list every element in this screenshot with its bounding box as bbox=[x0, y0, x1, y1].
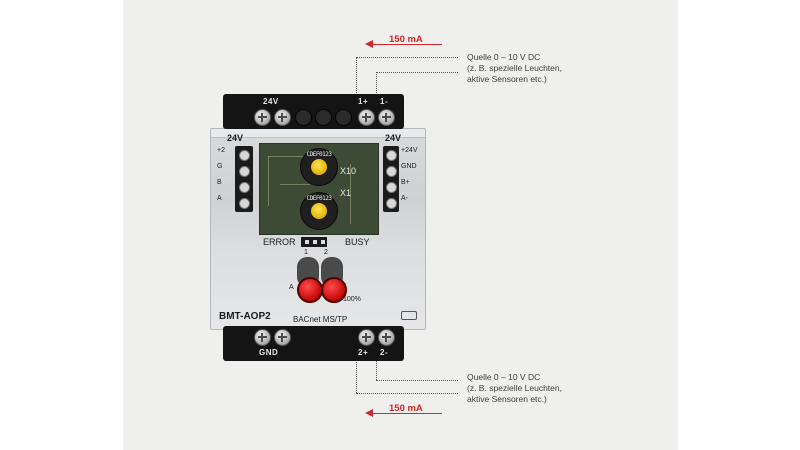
top-lead-drop-2 bbox=[376, 72, 377, 95]
bottom-current-arrow-line bbox=[370, 413, 442, 414]
screw-terminal[interactable] bbox=[378, 329, 395, 346]
right-conn-label-4: A- bbox=[401, 195, 408, 202]
bottom-lead-drop-2 bbox=[356, 358, 357, 393]
screw-terminal[interactable] bbox=[254, 329, 271, 346]
bottom-pos-label: 2+ bbox=[358, 348, 369, 357]
left-conn-label-4: A bbox=[217, 195, 222, 202]
pcb-trace bbox=[280, 184, 310, 185]
top-lead-line-2 bbox=[376, 72, 458, 73]
potentiometer-left[interactable] bbox=[297, 277, 323, 303]
top-source-detail-2: aktive Sensoren etc.) bbox=[467, 74, 547, 84]
bottom-current-label: 150 mA bbox=[389, 403, 423, 414]
bottom-lead-drop-1 bbox=[376, 358, 377, 380]
bottom-terminal-block: GND 2+ 2- bbox=[223, 326, 404, 361]
connector-pin bbox=[386, 166, 397, 177]
dial-digits: CDEF0123 bbox=[306, 195, 332, 202]
screw-terminal[interactable] bbox=[358, 109, 375, 126]
din-clip-icon bbox=[401, 311, 417, 320]
right-conn-label-3: B+ bbox=[401, 179, 410, 186]
bottom-gnd-label: GND bbox=[259, 348, 279, 357]
terminal-hole bbox=[335, 109, 352, 126]
led-pad bbox=[313, 240, 317, 244]
connector-pin bbox=[239, 166, 250, 177]
dial-knob bbox=[311, 203, 327, 219]
top-current-arrow-line bbox=[370, 44, 442, 45]
protocol-label: BACnet MS/TP bbox=[293, 315, 348, 324]
dial-x10-label: X10 bbox=[340, 166, 357, 176]
right-power-connector bbox=[383, 146, 399, 212]
potentiometer-right[interactable] bbox=[321, 277, 347, 303]
address-dial-x1[interactable]: CDEF0123 bbox=[300, 192, 338, 230]
address-dial-x10[interactable]: CDEF0123 bbox=[300, 148, 338, 186]
top-lead-line-1 bbox=[356, 57, 458, 58]
left-conn-label-1: +2 bbox=[217, 147, 225, 154]
housing-top-rim bbox=[211, 129, 425, 138]
bottom-source-title: Quelle 0 – 10 V DC bbox=[467, 372, 541, 382]
right-conn-label-2: GND bbox=[401, 163, 417, 170]
pcb-trace bbox=[268, 156, 269, 206]
led-pad bbox=[305, 240, 309, 244]
screw-terminal[interactable] bbox=[254, 109, 271, 126]
top-source-detail-1: (z. B. spezielle Leuchten, bbox=[467, 63, 562, 73]
dial-x1-label: X1 bbox=[340, 188, 352, 198]
dial-knob bbox=[311, 159, 327, 175]
connector-pin bbox=[239, 182, 250, 193]
bottom-lead-line-1 bbox=[376, 380, 458, 381]
housing-right-voltage: 24V bbox=[385, 133, 402, 143]
housing-left-voltage: 24V bbox=[227, 133, 244, 143]
terminal-hole bbox=[295, 109, 312, 126]
pot-max-mark: 100% bbox=[343, 296, 361, 303]
error-label: ERROR bbox=[263, 237, 296, 247]
dial-digits: CDEF0123 bbox=[306, 151, 332, 158]
pcb-trace bbox=[268, 156, 308, 157]
top-source-title: Quelle 0 – 10 V DC bbox=[467, 52, 541, 62]
led-number-2: 2 bbox=[324, 249, 328, 256]
top-current-label: 150 mA bbox=[389, 34, 423, 45]
pot-min-mark: A bbox=[289, 284, 294, 291]
top-lead-drop-1 bbox=[356, 57, 357, 95]
bottom-lead-line-2 bbox=[356, 393, 458, 394]
led-pad bbox=[321, 240, 325, 244]
connector-pin bbox=[239, 150, 250, 161]
top-pos-label: 1+ bbox=[358, 97, 369, 106]
status-led-bridge bbox=[301, 237, 327, 247]
screw-terminal[interactable] bbox=[274, 329, 291, 346]
top-current-arrow-head bbox=[365, 40, 373, 48]
bottom-neg-label: 2- bbox=[380, 348, 389, 357]
screw-terminal[interactable] bbox=[274, 109, 291, 126]
connector-pin bbox=[386, 198, 397, 209]
right-conn-label-1: +24V bbox=[401, 147, 418, 154]
left-conn-label-3: B bbox=[217, 179, 222, 186]
bottom-current-arrow-head bbox=[365, 409, 373, 417]
screw-terminal[interactable] bbox=[378, 109, 395, 126]
connector-pin bbox=[386, 150, 397, 161]
busy-label: BUSY bbox=[345, 237, 370, 247]
bottom-source-detail-1: (z. B. spezielle Leuchten, bbox=[467, 383, 562, 393]
bmt-aop2-module: 24V 24V +2 G B A CDEF0123 X10 CDEF0123 bbox=[208, 83, 426, 371]
model-label: BMT-AOP2 bbox=[219, 311, 271, 322]
top-neg-label: 1- bbox=[380, 97, 389, 106]
module-housing: 24V 24V +2 G B A CDEF0123 X10 CDEF0123 bbox=[210, 128, 426, 330]
connector-pin bbox=[239, 198, 250, 209]
left-bus-connector bbox=[235, 146, 253, 212]
led-number-1: 1 bbox=[304, 249, 308, 256]
screw-terminal[interactable] bbox=[358, 329, 375, 346]
circuit-board: CDEF0123 X10 CDEF0123 X1 bbox=[259, 143, 379, 235]
top-voltage-label: 24V bbox=[263, 97, 279, 106]
top-terminal-block: 24V 1+ 1- bbox=[223, 94, 404, 129]
left-conn-label-2: G bbox=[217, 163, 223, 170]
bottom-source-detail-2: aktive Sensoren etc.) bbox=[467, 394, 547, 404]
terminal-hole bbox=[315, 109, 332, 126]
connector-pin bbox=[386, 182, 397, 193]
pcb-trace bbox=[350, 164, 351, 224]
